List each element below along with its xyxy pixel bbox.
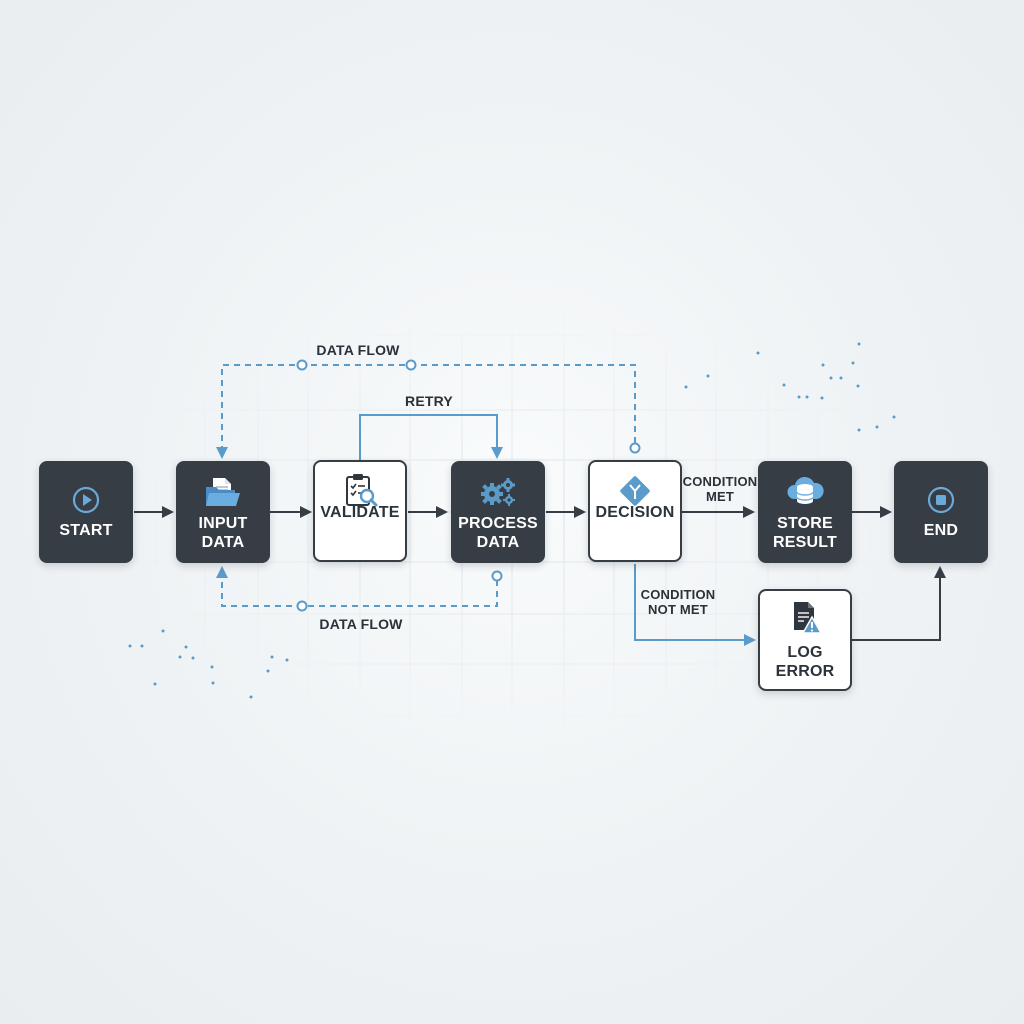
node-log-error[interactable]: LOG ERROR	[758, 589, 852, 691]
node-log-error-line2: ERROR	[775, 663, 835, 680]
condition-met-line2: MET	[705, 489, 735, 504]
node-store-result-line2: RESULT	[772, 534, 837, 551]
node-store-result-line1: STORE	[777, 515, 833, 532]
gears-icon	[451, 475, 545, 509]
accent-arrowheads	[216, 447, 756, 646]
accent-connectors	[221, 364, 744, 641]
condition-not-met-label: CONDITION NOT MET	[638, 587, 718, 617]
node-input-data[interactable]: INPUT DATA	[176, 461, 270, 563]
decor-dots-left	[128, 629, 289, 699]
node-start-label: START	[59, 522, 113, 539]
condition-met-line1: CONDITION	[682, 474, 758, 489]
node-validate[interactable]: VALIDATE	[313, 460, 407, 562]
node-validate-label: VALIDATE	[320, 504, 400, 521]
node-decision[interactable]: DECISION	[588, 460, 682, 562]
node-input-data-line1: INPUT	[198, 515, 248, 532]
accent-ports	[296, 359, 641, 612]
play-circle-icon	[39, 483, 133, 517]
node-start[interactable]: START	[39, 461, 133, 563]
stop-circle-icon	[894, 483, 988, 517]
node-end-label: END	[923, 522, 959, 539]
folder-document-icon	[176, 475, 270, 509]
node-process-data[interactable]: PROCESS DATA	[451, 461, 545, 563]
condition-met-label: CONDITION MET	[680, 474, 760, 504]
condition-not-met-line1: CONDITION	[640, 587, 716, 602]
node-input-data-label: INPUT DATA	[176, 514, 270, 552]
retry-label: RETRY	[405, 393, 453, 409]
node-process-data-label: PROCESS DATA	[451, 514, 545, 552]
node-log-error-label: LOG ERROR	[760, 643, 850, 681]
main-flow-arrows	[134, 506, 946, 641]
cloud-database-icon	[758, 475, 852, 509]
data-flow-label-top: DATA FLOW	[316, 342, 400, 358]
node-decision-label: DECISION	[595, 504, 675, 521]
data-flow-label-bottom: DATA FLOW	[319, 616, 403, 632]
node-process-data-line2: DATA	[476, 534, 520, 551]
node-store-result[interactable]: STORE RESULT	[758, 461, 852, 563]
node-store-result-label: STORE RESULT	[758, 514, 852, 552]
node-log-error-line1: LOG	[787, 644, 823, 661]
decor-dots-right	[684, 342, 896, 432]
node-process-data-line1: PROCESS	[458, 515, 538, 532]
clipboard-search-icon	[315, 474, 405, 508]
node-end[interactable]: END	[894, 461, 988, 563]
decision-diamond-icon	[590, 474, 680, 508]
document-warning-icon	[760, 601, 850, 635]
condition-not-met-line2: NOT MET	[648, 602, 708, 617]
node-input-data-line2: DATA	[201, 534, 245, 551]
